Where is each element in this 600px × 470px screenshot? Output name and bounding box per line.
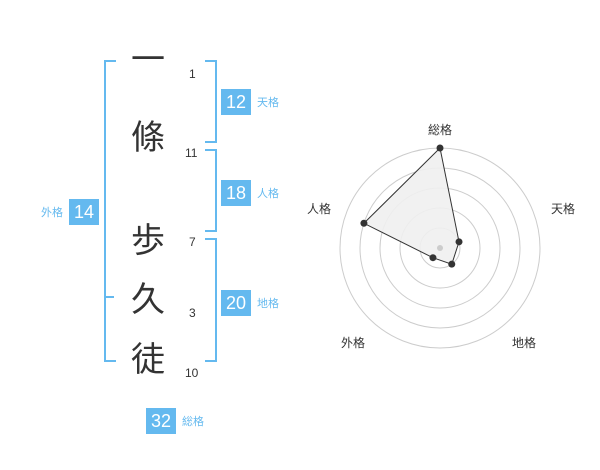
radar-area <box>363 146 460 265</box>
radar-point <box>436 144 444 152</box>
soukaku-label: 総格 <box>182 415 204 428</box>
soukaku-badge: 32 総格 <box>146 408 204 434</box>
radar-axis-label-soukaku: 総格 <box>428 122 452 137</box>
name-char-4: 久 <box>131 280 165 320</box>
radar-points <box>360 144 463 268</box>
radar-axis-label-tenkaku: 天格 <box>551 201 575 216</box>
radar-point <box>455 238 463 246</box>
stroke-count-1: 1 <box>189 67 196 81</box>
name-char-1: 一 <box>131 40 165 80</box>
radar-point <box>448 260 456 268</box>
chikaku-bracket <box>205 238 217 362</box>
tenkaku-label: 天格 <box>257 96 279 109</box>
radar-point <box>360 219 368 227</box>
gaikaku-bracket <box>104 60 116 362</box>
gaikaku-value: 14 <box>69 199 99 225</box>
radar-axis-label-gaikaku: 外格 <box>341 335 365 350</box>
stroke-count-4: 3 <box>189 306 196 320</box>
chikaku-badge: 20 地格 <box>221 290 279 316</box>
name-char-5: 徒 <box>131 340 165 380</box>
gaikaku-label: 外格 <box>41 206 63 219</box>
stroke-count-2: 11 <box>185 146 198 160</box>
tenkaku-value: 12 <box>221 89 251 115</box>
radar-axis-label-chikaku: 地格 <box>512 335 536 350</box>
chikaku-value: 20 <box>221 290 251 316</box>
name-char-2: 條 <box>131 118 165 158</box>
gaikaku-badge: 外格 14 <box>41 199 99 225</box>
name-char-3: 歩 <box>131 221 165 261</box>
jinkaku-label: 人格 <box>257 187 279 200</box>
jinkaku-value: 18 <box>221 180 251 206</box>
tenkaku-bracket <box>205 60 217 143</box>
jinkaku-badge: 18 人格 <box>221 180 279 206</box>
jinkaku-bracket <box>205 149 217 232</box>
stroke-count-3: 7 <box>189 235 196 249</box>
gaikaku-bracket-divider <box>104 296 114 298</box>
chikaku-label: 地格 <box>257 297 279 310</box>
tenkaku-badge: 12 天格 <box>221 89 279 115</box>
radar-center-dot <box>437 245 443 251</box>
radar-axis-label-jinkaku: 人格 <box>307 201 331 216</box>
stroke-count-5: 10 <box>185 366 199 380</box>
soukaku-value: 32 <box>146 408 176 434</box>
radar-point <box>429 254 437 262</box>
